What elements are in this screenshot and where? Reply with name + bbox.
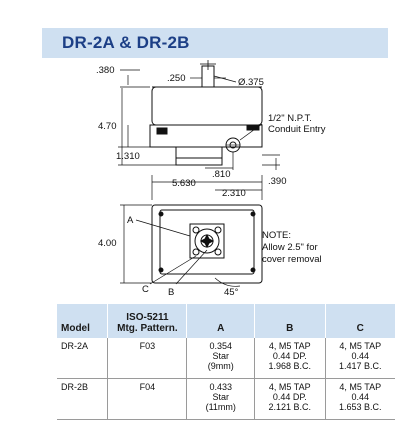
note-title: NOTE: xyxy=(262,230,291,241)
cell-b: 4, M5 TAP 0.44 DP. 2.121 B.C. xyxy=(254,378,325,420)
cell-a: 0.433 Star (11mm) xyxy=(186,378,255,420)
cell-c-line: 0.44 xyxy=(351,392,370,402)
label-c: C xyxy=(142,284,149,295)
label-b: B xyxy=(168,287,174,298)
cell-model: DR-2B xyxy=(57,378,108,420)
header-b: B xyxy=(254,304,325,338)
cell-a-line: 0.354 xyxy=(209,341,233,351)
dim-810: .810 xyxy=(212,169,231,180)
dim-5630: 5.630 xyxy=(172,178,196,189)
cell-pattern: F03 xyxy=(107,338,187,379)
cell-b-line: 4, M5 TAP xyxy=(268,341,311,351)
title-bar xyxy=(42,28,388,58)
cell-a-line: Star xyxy=(212,392,229,402)
dim-45: 45° xyxy=(224,287,239,298)
cell-b-line: 0.44 DP. xyxy=(272,351,307,361)
cell-a-line: (9mm) xyxy=(207,361,234,371)
header-pattern: ISO-5211 Mtg. Pattern. xyxy=(107,304,187,338)
mounting-base xyxy=(175,146,223,166)
page-title: DR-2A & DR-2B xyxy=(62,33,190,52)
header-pattern-line2: Mtg. Pattern. xyxy=(117,323,178,334)
cell-c-line: 1.417 B.C. xyxy=(338,361,382,371)
cell-a: 0.354 Star (9mm) xyxy=(186,338,255,379)
cell-c: 4, M5 TAP 0.44 1.417 B.C. xyxy=(324,338,395,379)
header-c: C xyxy=(324,304,395,338)
cell-b-line: 0.44 DP. xyxy=(272,392,307,402)
dim-390: .390 xyxy=(268,176,287,187)
actuator-body-side xyxy=(151,86,263,126)
dim-470: 4.70 xyxy=(98,121,117,132)
cell-c-line: 4, M5 TAP xyxy=(339,341,382,351)
table-header-row: Model ISO-5211 Mtg. Pattern. A B C xyxy=(57,304,395,338)
dimension-drawing: .380 .250 Ø.375 4.70 1.310 1/2" N.P.T. C… xyxy=(96,60,326,298)
cell-c-line: 1.653 B.C. xyxy=(338,402,382,412)
cell-a-line: 0.433 xyxy=(209,382,233,392)
dim-400: 4.00 xyxy=(98,238,117,249)
table-row: DR-2B F04 0.433 Star (11mm) 4, M5 TAP 0.… xyxy=(57,378,395,420)
header-a: A xyxy=(186,304,255,338)
cell-b-line: 4, M5 TAP xyxy=(268,382,311,392)
dim-2310: 2.310 xyxy=(222,188,246,199)
dim-1310: 1.310 xyxy=(116,151,140,162)
dim-375: Ø.375 xyxy=(238,77,264,88)
cell-a-line: Star xyxy=(212,351,229,361)
cell-c: 4, M5 TAP 0.44 1.653 B.C. xyxy=(324,378,395,420)
cell-c-line: 4, M5 TAP xyxy=(339,382,382,392)
cell-b-line: 1.968 B.C. xyxy=(268,361,312,371)
actuator-plan-outer xyxy=(151,204,263,284)
table-row: DR-2A F03 0.354 Star (9mm) 4, M5 TAP 0.4… xyxy=(57,338,395,379)
cell-b: 4, M5 TAP 0.44 DP. 1.968 B.C. xyxy=(254,338,325,379)
cell-pattern: F04 xyxy=(107,378,187,420)
note-line-1: Allow 2.5" for xyxy=(262,242,318,253)
dim-380: .380 xyxy=(96,65,115,76)
actuator-plan-inner xyxy=(159,209,255,275)
label-a: A xyxy=(127,215,134,226)
cell-a-line: (11mm) xyxy=(205,402,236,412)
conduit-label-2: Conduit Entry xyxy=(268,124,326,135)
cell-b-line: 2.121 B.C. xyxy=(268,402,312,412)
dim-250: .250 xyxy=(167,73,186,84)
cell-c-line: 0.44 xyxy=(351,351,370,361)
conduit-label-1: 1/2" N.P.T. xyxy=(268,113,312,124)
spec-table: Model ISO-5211 Mtg. Pattern. A B C DR-2A… xyxy=(57,304,395,420)
header-pattern-line1: ISO-5211 xyxy=(126,312,169,323)
header-model: Model xyxy=(57,304,108,338)
note-line-2: cover removal xyxy=(262,254,322,265)
cell-model: DR-2A xyxy=(57,338,108,379)
